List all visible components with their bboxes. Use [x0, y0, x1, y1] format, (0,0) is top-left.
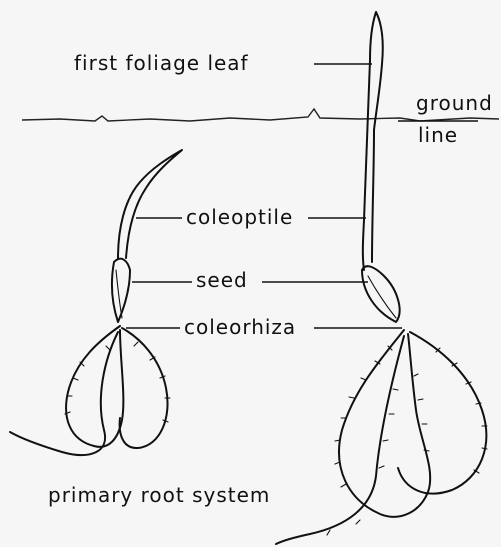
foliage-leaf: [370, 12, 383, 130]
young-root-2: [120, 328, 168, 448]
older-root-1: [339, 330, 430, 517]
label-coleorhiza: coleorhiza: [184, 315, 296, 339]
young-coleoptile: [118, 150, 182, 258]
label-seed: seed: [196, 268, 248, 292]
label-first-foliage-leaf: first foliage leaf: [74, 51, 249, 75]
label-line: line: [418, 123, 458, 147]
young-seedling: [10, 150, 182, 455]
label-ground: ground: [416, 91, 493, 115]
label-coleoptile: coleoptile: [186, 205, 293, 229]
older-seed: [362, 266, 400, 322]
label-primary-root-system: primary root system: [48, 483, 270, 507]
older-coleoptile: [363, 60, 374, 270]
young-root-1: [66, 326, 123, 447]
young-root-3: [10, 332, 118, 455]
